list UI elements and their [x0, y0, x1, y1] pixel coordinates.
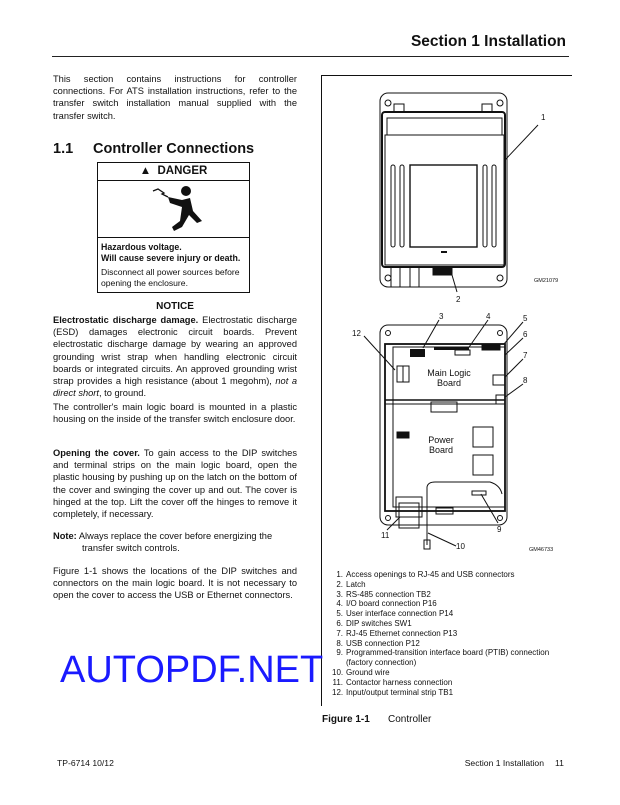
notice-lead: Electrostatic discharge damage.	[53, 315, 199, 325]
legend-item: 4.I/O board connection P16	[332, 599, 549, 609]
note-label: Note:	[53, 531, 77, 541]
notice-label: NOTICE	[156, 301, 194, 312]
legend-text: USB connection P12	[346, 638, 420, 648]
legend-number: 12.	[332, 687, 344, 697]
legend-number: 6.	[336, 618, 343, 628]
legend-item-continuation: (factory connection)	[346, 658, 417, 668]
legend-number: 11.	[332, 677, 343, 687]
section-title: Controller Connections	[93, 141, 255, 157]
legend-text: Latch	[346, 579, 366, 589]
mounting-paragraph: The controller's main logic board is mou…	[53, 402, 297, 425]
legend-item: 7.RJ-45 Ethernet connection P13	[332, 629, 549, 639]
opening-cover-paragraph: Opening the cover. To gain access to the…	[53, 447, 297, 520]
figure-caption: Figure 1-1 Controller	[322, 714, 431, 725]
danger-instruction: Disconnect all power sources before open…	[101, 267, 240, 288]
legend-item: 12.Input/output terminal strip TB1	[332, 688, 549, 698]
figure-reference-paragraph: Figure 1-1 shows the locations of the DI…	[53, 566, 297, 601]
legend-text: RS-485 connection TB2	[346, 589, 431, 599]
legend-item: 9.Programmed-transition interface board …	[332, 648, 549, 658]
notice-body: Electrostatic discharge (ESD) damages el…	[53, 315, 297, 387]
footer-page-number: 11	[555, 758, 564, 768]
legend-text: Programmed-transition interface board (P…	[346, 648, 550, 658]
legend-text: User interface connection P14	[346, 609, 454, 619]
watermark: AUTOPDF.NET	[60, 649, 324, 691]
danger-label: DANGER	[157, 165, 208, 177]
legend-text: DIP switches SW1	[346, 618, 412, 628]
figure-legend: 1.Access openings to RJ-45 and USB conne…	[332, 570, 549, 697]
note-line-1: Always replace the cover before energizi…	[76, 531, 273, 541]
legend-number: 10.	[332, 667, 344, 677]
legend-item: 8.USB connection P12	[332, 639, 549, 649]
legend-number: 8.	[336, 638, 343, 648]
warning-triangle-icon: ▲	[139, 165, 152, 177]
legend-text: Ground wire	[346, 667, 390, 677]
note-line-2: transfer switch controls.	[82, 543, 180, 554]
legend-item: 2.Latch	[332, 580, 549, 590]
footer-doc-number: TP-6714 10/12	[57, 758, 114, 768]
section-header: Section 1 Installation	[410, 33, 566, 50]
legend-text: RJ-45 Ethernet connection P13	[346, 628, 458, 638]
legend-number: 9.	[336, 648, 343, 658]
hazard-line-1: Hazardous voltage.	[101, 242, 182, 252]
legend-number: 3.	[336, 589, 343, 599]
opening-body: To gain access to the DIP switches and t…	[53, 448, 297, 520]
legend-number: 5.	[336, 609, 343, 619]
figure-number: Figure 1-1	[322, 714, 370, 725]
legend-number: 7.	[336, 628, 343, 638]
legend-number: 2.	[336, 579, 343, 589]
legend-text: I/O board connection P16	[346, 599, 437, 609]
figure-title: Controller	[388, 714, 432, 725]
header-rule	[52, 56, 569, 57]
legend-item: 10.Ground wire	[332, 668, 549, 678]
legend-text: Access openings to RJ-45 and USB connect…	[346, 570, 515, 579]
legend-number: 4.	[336, 599, 343, 609]
legend-item: 5.User interface connection P14	[332, 609, 549, 619]
legend-item: 1.Access openings to RJ-45 and USB conne…	[332, 570, 549, 580]
figure-frame	[321, 75, 572, 706]
notice-body-end: , to ground.	[99, 388, 147, 399]
legend-item: 11.Contactor harness connection	[332, 678, 549, 688]
notice-italic: not a direct short	[53, 376, 297, 399]
legend-item: 6.DIP switches SW1	[332, 619, 549, 629]
legend-text: Input/output terminal strip TB1	[346, 687, 454, 697]
hazard-line-2: Will cause severe injury or death.	[101, 252, 241, 263]
opening-lead: Opening the cover.	[53, 448, 140, 458]
legend-item: 3.RS-485 connection TB2	[332, 590, 549, 600]
section-number: 1.1	[53, 141, 74, 157]
notice-paragraph: Electrostatic discharge damage. Electros…	[53, 314, 297, 399]
danger-box: ▲ DANGER Hazardous voltage.Will cause se…	[97, 162, 250, 293]
intro-paragraph: This section contains instructions for c…	[53, 74, 297, 121]
legend-number: 1.	[336, 570, 343, 579]
danger-header: ▲ DANGER	[98, 163, 249, 181]
electric-shock-icon	[98, 181, 249, 238]
section-heading: 1.1 Controller Connections	[53, 141, 254, 157]
footer-section: Section 1 Installation	[464, 758, 544, 768]
legend-text: Contactor harness connection	[346, 677, 453, 687]
note-paragraph: Note: Always replace the cover before en…	[53, 530, 297, 554]
